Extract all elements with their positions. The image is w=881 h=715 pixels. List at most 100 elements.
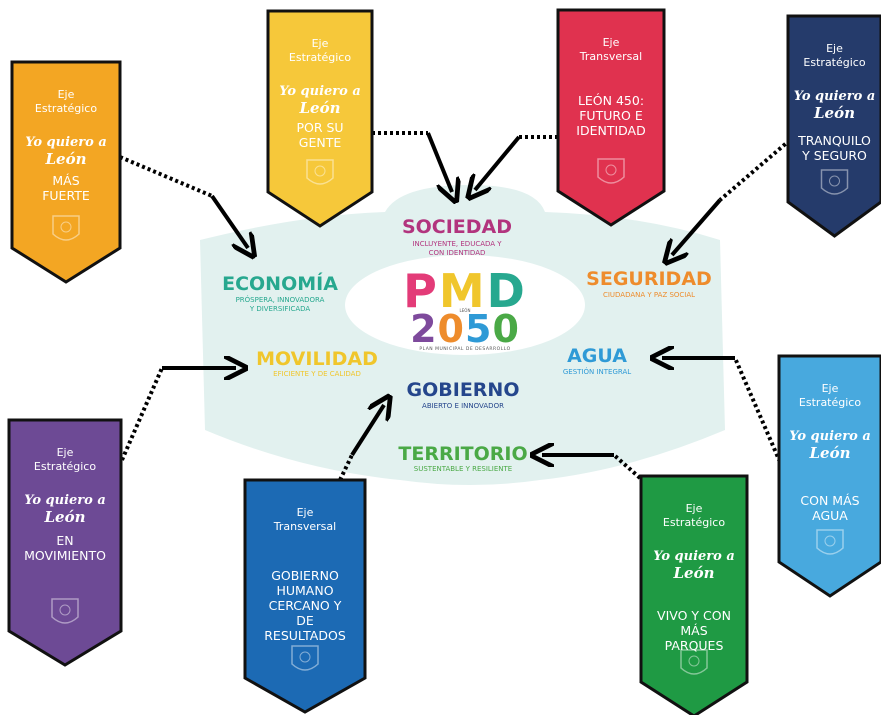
banner-eje: Eje <box>603 36 620 49</box>
banner-eje-type: Transversal <box>273 520 336 533</box>
dotted-connector <box>119 155 213 198</box>
banner-name-line: VIVO Y CON <box>657 608 731 623</box>
center-oval <box>345 255 585 355</box>
banner-eje: Eje <box>297 506 314 519</box>
crest-icon <box>597 158 625 184</box>
banner-slogan-city: León <box>808 444 850 462</box>
banner-name-line: GOBIERNO <box>271 568 339 583</box>
banner-eje-type: Transversal <box>579 50 642 63</box>
lion-icon <box>314 165 326 177</box>
area-seguridad: SEGURIDAD CIUDADANA Y PAZ SOCIAL <box>586 268 712 299</box>
banner-name-line: RESULTADOS <box>264 628 346 643</box>
lion-icon <box>299 651 311 663</box>
banner-body <box>243 478 367 714</box>
logo-year-small: LEÓN <box>460 308 471 313</box>
area-subtitle: CON IDENTIDAD <box>429 249 486 257</box>
lion-icon <box>824 535 836 547</box>
area-title: AGUA <box>567 345 627 367</box>
crest-icon <box>680 649 708 675</box>
crest-icon <box>816 529 844 555</box>
banner-eje: Eje <box>58 88 75 101</box>
banner-name-line: TRANQUILO <box>797 133 871 148</box>
area-sociedad: SOCIEDAD INCLUYENTE, EDUCADA Y CON IDENT… <box>402 216 512 257</box>
lion-icon <box>605 164 617 176</box>
banner-eje-type: Estratégico <box>35 102 97 115</box>
banner-name-line: MOVIMIENTO <box>24 548 106 563</box>
banner-name-line: PARQUES <box>665 638 724 653</box>
banner-name-line: EN <box>56 533 73 548</box>
banner-slogan: Yo quiero a <box>279 84 361 99</box>
area-title: SEGURIDAD <box>586 268 712 290</box>
banner-body <box>10 60 122 284</box>
banner-name-line: GENTE <box>299 135 342 150</box>
area-subtitle: GESTIÓN INTEGRAL <box>563 367 631 376</box>
banner-name-line: POR SU <box>296 120 343 135</box>
lion-icon <box>688 655 700 667</box>
area-subtitle: EFICIENTE Y DE CALIDAD <box>273 370 361 378</box>
banner-body <box>639 474 749 715</box>
area-subtitle: INCLUYENTE, EDUCADA Y <box>412 240 502 248</box>
banner-body <box>777 354 881 598</box>
banner-eje: Eje <box>686 502 703 515</box>
banner-slogan: Yo quiero a <box>794 89 876 104</box>
banner-eje-type: Estratégico <box>663 516 725 529</box>
arrow <box>210 194 248 248</box>
area-title: TERRITORIO <box>398 443 527 465</box>
lion-icon <box>59 604 71 616</box>
area-gobierno: GOBIERNO ABIERTO E INNOVADOR <box>407 379 520 410</box>
arrow <box>475 135 521 190</box>
area-title: MOVILIDAD <box>256 348 378 370</box>
banner-eje: Eje <box>57 446 74 459</box>
logo-letter-p: P <box>403 264 439 318</box>
banner-slogan-city: León <box>44 150 86 168</box>
banner-slogan-city: León <box>672 564 714 582</box>
lion-icon <box>829 175 840 187</box>
crest-icon <box>820 169 849 195</box>
banner-name-line: FUERTE <box>42 188 90 203</box>
banner-eje: Eje <box>826 42 843 55</box>
banner-name-line: HUMANO <box>276 583 333 598</box>
banner-name-line: IDENTIDAD <box>576 123 645 138</box>
area-title: SOCIEDAD <box>402 216 512 238</box>
banner-slogan: Yo quiero a <box>789 429 871 444</box>
banner-eje-type: Estratégico <box>289 51 351 64</box>
area-subtitle: PRÓSPERA, INNOVADORA <box>236 295 325 304</box>
banner-slogan: Yo quiero a <box>653 549 735 564</box>
banner-name-line: FUTURO E <box>579 108 643 123</box>
logo-letter-m: M <box>439 264 487 318</box>
area-subtitle: Y DIVERSIFICADA <box>249 305 311 313</box>
banner-slogan-city: León <box>298 99 340 117</box>
area-agua: AGUA GESTIÓN INTEGRAL <box>563 345 631 376</box>
banner-eje-type: Estratégico <box>799 396 861 409</box>
banner-body <box>556 8 666 227</box>
banner-eje: Eje <box>312 37 329 50</box>
banner-name-line: Y SEGURO <box>801 148 867 163</box>
banner-body <box>786 14 881 238</box>
area-territorio: TERRITORIO SUSTENTABLE Y RESILIENTE <box>398 443 527 473</box>
area-movilidad: MOVILIDAD EFICIENTE Y DE CALIDAD <box>256 348 378 378</box>
logo-2050: 2050 <box>410 307 520 351</box>
area-economia: ECONOMÍA PRÓSPERA, INNOVADORA Y DIVERSIF… <box>222 272 338 313</box>
banner-slogan: Yo quiero a <box>25 135 107 150</box>
banner-name-line: DE <box>296 613 314 628</box>
dotted-connector <box>733 357 782 463</box>
area-subtitle: ABIERTO E INNOVADOR <box>422 402 504 410</box>
banner-name-line: AGUA <box>812 508 848 523</box>
crest-icon <box>51 598 79 624</box>
banner-slogan-city: León <box>43 508 85 526</box>
arrow <box>350 405 384 457</box>
logo-pmd: PMD <box>403 264 527 318</box>
banner-name-line: MÁS <box>52 173 79 188</box>
pmd-2050-logo: PMD LEÓN 2050 PLAN MUNICIPAL DE DESARROL… <box>403 264 527 352</box>
banner-eje: Eje <box>822 382 839 395</box>
dotted-connector <box>338 454 354 481</box>
